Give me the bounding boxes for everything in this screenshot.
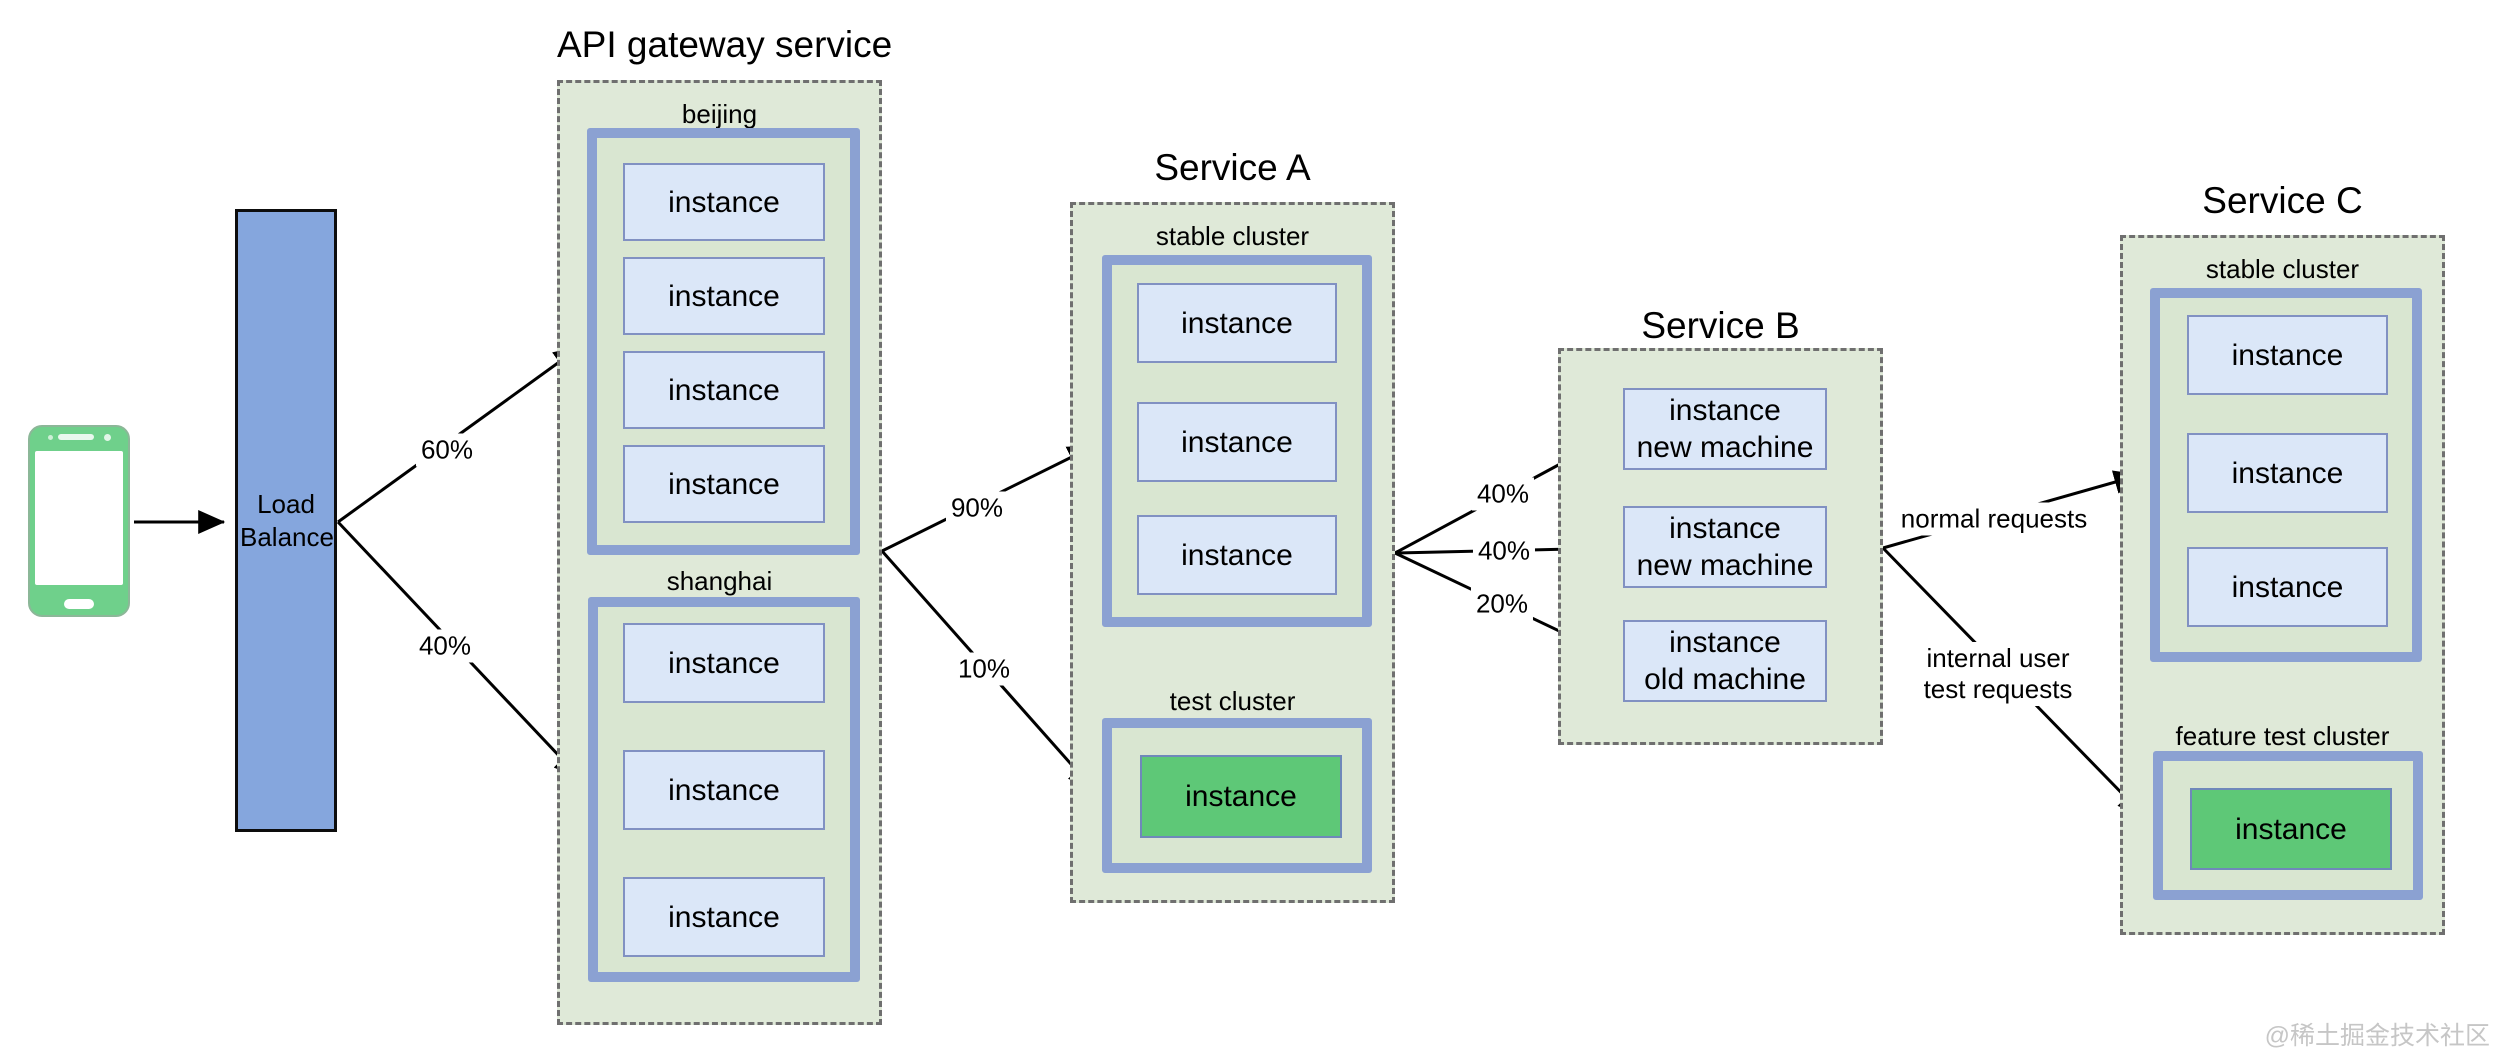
shanghai-cluster-label: shanghai <box>666 566 773 596</box>
service-c-stable-label: stable cluster <box>2205 254 2360 284</box>
edge-label-90pct: 90% <box>945 491 1009 525</box>
beijing-cluster-label: beijing <box>681 99 758 129</box>
instance-box: instance <box>1137 402 1337 482</box>
service-b-title: Service B <box>1641 305 1800 346</box>
phone-screen <box>35 451 123 585</box>
instance-label: instance <box>1181 425 1293 459</box>
edge-label-40pct-new2: 40% <box>1472 534 1536 568</box>
instance-label: instance <box>2231 456 2344 490</box>
instance-box: instance <box>2187 547 2388 627</box>
instance-label: instance <box>668 373 780 407</box>
instance-sublabel: new machine <box>1636 549 1814 582</box>
instance-label: instance <box>1185 780 1297 813</box>
load-balancer-box: Load Balance <box>235 209 337 832</box>
instance-label: instance <box>668 646 780 680</box>
instance-label: instance <box>1181 306 1293 340</box>
edge-label-40pct-new1: 40% <box>1471 477 1535 511</box>
instance-label: instance <box>1669 394 1781 427</box>
instance-sublabel: new machine <box>1636 431 1814 464</box>
instance-box: instance <box>623 163 825 241</box>
edge-label-10pct: 10% <box>952 652 1016 686</box>
green-instance-box: instance <box>1140 755 1342 838</box>
instance-label: instance <box>2231 570 2344 604</box>
instance-box: instance <box>623 623 825 703</box>
instance-label: instance <box>1669 512 1781 545</box>
edge-label-40pct: 40% <box>413 629 477 663</box>
instance-box: instance <box>623 445 825 523</box>
instance-label: instance <box>2231 338 2344 372</box>
instance-box: instance new machine <box>1623 506 1827 588</box>
service-c-feature-test-label: feature test cluster <box>2175 721 2390 751</box>
phone-sensor-dot <box>48 435 53 440</box>
instance-label: instance <box>1181 538 1293 572</box>
instance-label: instance <box>2235 812 2347 846</box>
service-c-title: Service C <box>2202 180 2363 221</box>
instance-box: instance <box>2187 315 2388 395</box>
instance-box: instance <box>623 257 825 335</box>
instance-label: instance <box>668 773 780 807</box>
edge-label-60pct: 60% <box>415 433 479 467</box>
service-a-test-label: test cluster <box>1169 686 1296 716</box>
instance-box: instance <box>1137 283 1337 363</box>
green-instance-box: instance <box>2190 788 2392 870</box>
instance-sublabel: old machine <box>1644 663 1806 696</box>
instance-box: instance <box>623 877 825 957</box>
instance-box: instance <box>1137 515 1337 595</box>
instance-label: instance <box>668 279 780 313</box>
phone-camera-dot <box>104 434 111 441</box>
phone-speaker <box>58 434 94 440</box>
edge-label-normal-requests: normal requests <box>1895 502 2093 536</box>
instance-label: instance <box>668 185 780 219</box>
watermark: @稀土掘金技术社区 <box>2264 1022 2490 1050</box>
load-balancer-label: Load Balance <box>240 488 334 552</box>
instance-box: instance <box>623 750 825 830</box>
instance-box: instance old machine <box>1623 620 1827 702</box>
smartphone-icon <box>28 425 130 617</box>
service-a-stable-label: stable cluster <box>1155 221 1310 251</box>
instance-label: instance <box>668 467 780 501</box>
instance-box: instance new machine <box>1623 388 1827 470</box>
api-gateway-title: API gateway service <box>557 24 893 65</box>
instance-label: instance <box>1669 626 1781 659</box>
service-a-title: Service A <box>1154 147 1311 188</box>
edge-label-internal-test-requests: internal user test requests <box>1905 642 2091 706</box>
phone-home-button <box>64 599 94 609</box>
instance-box: instance <box>623 351 825 429</box>
edge-label-20pct: 20% <box>1470 587 1534 621</box>
instance-box: instance <box>2187 433 2388 513</box>
instance-label: instance <box>668 900 780 934</box>
